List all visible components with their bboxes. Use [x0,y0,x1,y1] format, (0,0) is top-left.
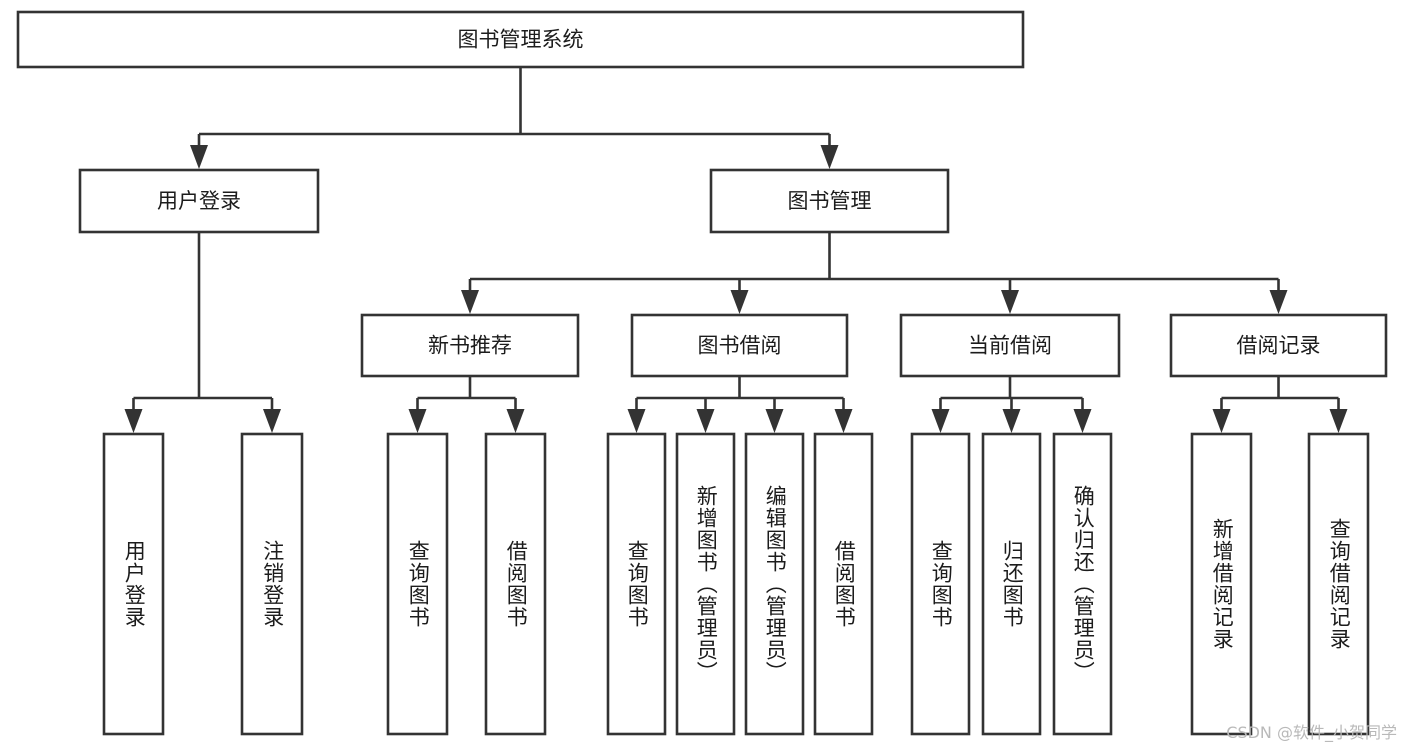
node-label-root: 图书管理系统 [458,28,584,52]
arrowhead-icon [1001,290,1019,314]
node-box-leaf-13[interactable] [1307,432,1370,736]
node-box-leaf-7[interactable] [744,432,805,736]
node-label-new-book-recommend: 新书推荐 [428,334,512,358]
edges-layer [124,67,1348,433]
node-box-leaf-4[interactable] [484,432,547,736]
node-box-book-borrow[interactable] [630,313,849,378]
node-box-borrow-record[interactable] [1169,313,1388,378]
arrowhead-icon [124,409,143,433]
arrowhead-icon [834,409,853,433]
arrowhead-icon [730,290,749,314]
node-label-book-borrow: 图书借阅 [698,334,782,358]
arrowhead-icon [1002,409,1021,433]
node-label-user-login: 用户登录 [157,189,241,213]
node-box-user-login[interactable] [78,168,320,234]
node-box-leaf-10[interactable] [981,432,1042,736]
node-box-leaf-6[interactable] [675,432,736,736]
node-box-current-borrow[interactable] [899,313,1121,378]
arrowhead-icon [696,409,715,433]
arrowhead-icon [263,409,281,433]
arrowhead-icon [820,145,839,169]
node-box-leaf-1[interactable] [102,432,165,736]
node-box-root[interactable] [16,10,1025,69]
node-box-leaf-8[interactable] [813,432,874,736]
node-box-leaf-3[interactable] [386,432,449,736]
node-box-leaf-5[interactable] [606,432,667,736]
arrowhead-icon [1073,409,1092,433]
node-box-leaf-2[interactable] [240,432,304,736]
arrowhead-icon [931,409,950,433]
arrowhead-icon [765,409,784,433]
arrowhead-icon [506,409,525,433]
arrowhead-icon [190,145,208,169]
node-box-leaf-11[interactable] [1052,432,1113,736]
arrowhead-icon [627,409,646,433]
node-box-new-book-recommend[interactable] [360,313,580,378]
node-label-book-management: 图书管理 [788,189,872,213]
arrowhead-icon [408,409,427,433]
node-box-leaf-9[interactable] [910,432,971,736]
node-label-borrow-record: 借阅记录 [1237,334,1321,358]
arrowhead-icon [1212,409,1231,433]
node-box-book-management[interactable] [709,168,950,234]
arrowhead-icon [1269,290,1288,314]
node-box-leaf-12[interactable] [1190,432,1253,736]
arrowhead-icon [461,290,479,314]
arrowhead-icon [1329,409,1348,433]
boxes-layer [16,10,1388,736]
node-label-current-borrow: 当前借阅 [968,334,1052,358]
